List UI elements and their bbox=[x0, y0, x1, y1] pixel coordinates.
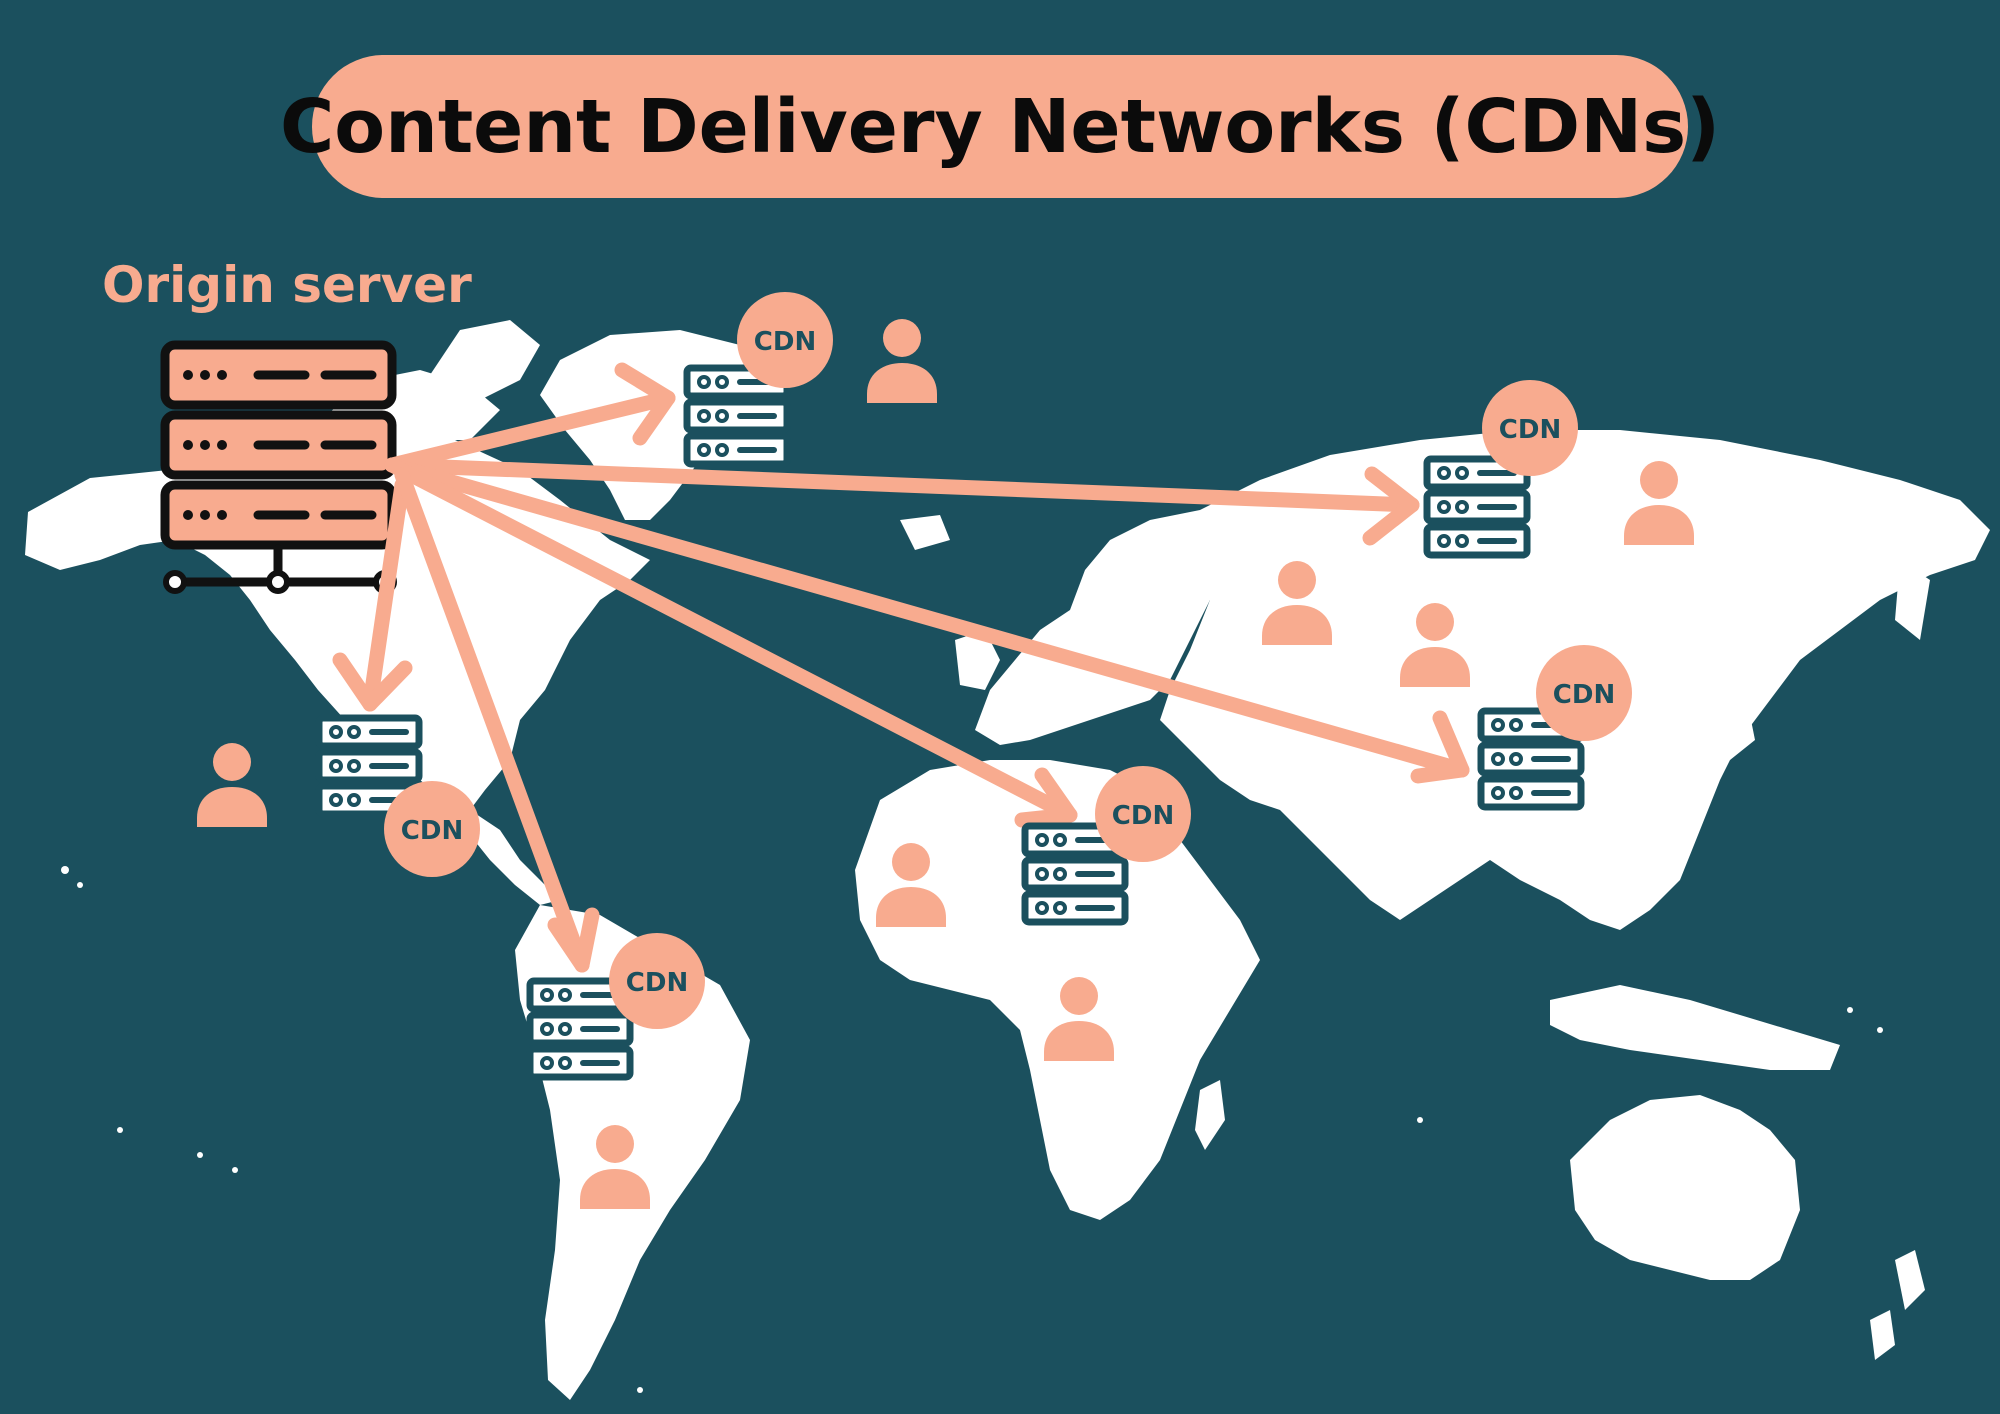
delivery-arrows bbox=[332, 362, 1470, 973]
arrow-to-middle-east bbox=[384, 457, 1078, 828]
arrow-to-north-america bbox=[332, 477, 413, 712]
cdn-badge-south-america: CDN bbox=[609, 933, 705, 1029]
arrow-to-china bbox=[384, 457, 1470, 784]
africa bbox=[855, 760, 1260, 1220]
cdn-label: CDN bbox=[1553, 680, 1615, 710]
indonesia bbox=[1550, 985, 1840, 1070]
cdn-badge-north-america: CDN bbox=[384, 781, 480, 877]
cdn-badge-china: CDN bbox=[1536, 645, 1632, 741]
arrow-to-south-america bbox=[394, 467, 600, 973]
server-rack-icon bbox=[160, 340, 397, 594]
diagram-title: Content Delivery Networks (CDNs) bbox=[279, 83, 1721, 170]
cdn-badge-middle-east: CDN bbox=[1095, 766, 1191, 862]
user-icon bbox=[867, 319, 937, 403]
server-icon bbox=[1427, 459, 1527, 555]
cdn-badge-russia: CDN bbox=[1482, 380, 1578, 476]
island-dots bbox=[61, 866, 1883, 1393]
cdn-label: CDN bbox=[1499, 415, 1561, 445]
user-icon bbox=[197, 743, 267, 827]
arrow-to-russia bbox=[384, 457, 1420, 546]
cdn-label: CDN bbox=[401, 816, 463, 846]
cdn-label: CDN bbox=[1112, 801, 1174, 831]
origin-server-label: Origin server bbox=[102, 256, 472, 314]
arrow-to-greenland bbox=[384, 362, 676, 473]
cdn-label: CDN bbox=[626, 968, 688, 998]
title-banner: Content Delivery Networks (CDNs) bbox=[280, 55, 1720, 198]
cdn-label: CDN bbox=[754, 327, 816, 357]
europe bbox=[975, 510, 1230, 745]
australia bbox=[1570, 1095, 1800, 1280]
cdn-badge-greenland: CDN bbox=[737, 292, 833, 388]
